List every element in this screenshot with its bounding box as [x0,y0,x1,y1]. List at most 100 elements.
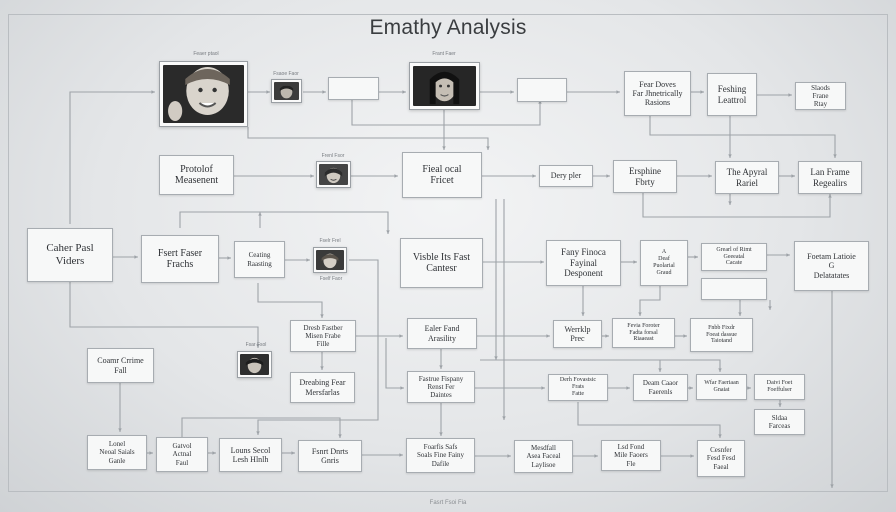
connector-line [649,116,836,158]
arrowhead [633,260,637,264]
arrowhead [830,484,834,488]
node-mesdfall: Mesdfall Asea Faceal Laylisoe [514,440,573,473]
arrowhead [683,334,687,338]
node-coamr-crrime: Coamr Crrime Fall [87,348,154,383]
photo-caption: Fsaoe Faor [273,71,299,77]
arrowhead [605,334,609,338]
arrowhead [718,434,722,438]
arrowhead [718,368,722,372]
connector-line [385,338,404,389]
arrowhead [689,386,693,390]
arrowhead [747,386,751,390]
arrowhead [708,174,712,178]
node-fastrue-fispany: Fastrue Fispany Renst Fer Daintes [407,371,475,403]
arrowhead [594,454,598,458]
arrowhead [439,365,443,369]
diagram-title: Emathy Analysis [369,16,527,39]
node-fsnrt-dnrts: Fsnrt Dnrts Gnris [298,440,362,472]
connector-line [642,193,831,218]
node-foetam: Foetam Latioie G Delatatates [794,241,869,291]
node-gatvol-actnal: Gatvol Actnal Faul [156,437,208,472]
arrowhead [791,174,795,178]
arrowhead [690,454,694,458]
arrowhead [606,174,610,178]
node-daivi-foet: Daivi Foet Foeffulser [754,374,805,400]
node-visble-its-fast: Visble Its Fast Cantesr [400,238,483,288]
node-fevia-foroter: Fevia Foroter Fadta forsal Riaaeast [612,318,675,348]
arrowhead [778,403,782,407]
arrowhead [540,260,544,264]
node-dresb-fastber: Dresb Fastber Misen Frabe Fille [290,320,356,352]
connector-line [179,211,389,234]
connector-line [577,402,721,438]
arrowhead [828,194,832,198]
arrowhead [694,255,698,259]
arrowhead [256,344,260,348]
arrowhead [486,146,490,150]
photo-caption: Fself Faor [319,276,343,282]
connector-line [247,127,489,150]
arrowhead [532,174,536,178]
connector-line [69,282,259,348]
arrowhead [626,386,630,390]
arrowhead [291,451,295,455]
node-grearl: Grearl of Rimt Geeeatal Cacate [701,243,767,271]
arrowhead [399,334,403,338]
connector-line [480,359,721,372]
arrowhead [502,416,506,420]
child-face-photo-large [159,61,248,127]
node-protolof-measenent: Protolof Measenent [159,155,234,195]
arrowhead [439,432,443,436]
node-deam-caaor: Deam Caaor Faerenls [633,374,688,401]
arrowhead [386,230,390,234]
node-gerty-fulss [517,78,567,102]
arrowhead [546,334,550,338]
arrowhead [310,174,314,178]
arrowhead [394,174,398,178]
arrowhead [510,90,514,94]
arrowhead [507,454,511,458]
node-lsd-fond: Lsd Fond Mile Faoers Fle [601,440,661,471]
arrowhead [266,90,270,94]
arrowhead [494,356,498,360]
arrowhead [541,386,545,390]
arrowhead [442,146,446,150]
connector-line [69,91,155,224]
arrowhead [833,154,837,158]
arrowhead [151,90,155,94]
photo-caption: Frant Faer [432,51,456,57]
photo-caption: Fsar Fsol [245,342,267,348]
arrowhead [134,255,138,259]
arrowhead [728,154,732,158]
diagram-board [8,14,888,492]
arrowhead [212,451,216,455]
arrowhead [658,368,662,372]
arrowhead [338,434,342,438]
arrowhead [227,256,231,260]
arrowhead [788,93,792,97]
node-apyral-rariel: The Apyral Rariel [715,161,779,194]
face-photo-medium [409,62,480,110]
node-fnbb-fixdr: Fnbb Fixdr Foeat dassue Taiotand [690,318,753,352]
connector-line [181,417,341,438]
arrowhead [256,431,260,435]
node-wfar-faeriaan: Wfar Faeriaan Gnaiat [696,374,747,400]
node-ealer-fand: Ealer Fand Arasility [407,318,477,349]
node-derh-fovastsic: Derh Fovastsic Frats Fatte [548,374,608,401]
node-gerady-cosnag [701,278,767,300]
node-fiead-gesc [328,77,379,100]
face-photo-small [313,247,347,273]
node-deaf-puolarial: A Deaf Puolarial Graud [640,240,688,286]
arrowhead [700,90,704,94]
photo-caption: Fselr Frel [319,238,341,244]
arrowhead [118,428,122,432]
node-fsert-faser: Fsert Faser Frachs [141,235,219,283]
node-caher-pasl-viders: Caher Pasl Viders [27,228,113,282]
arrowhead [581,312,585,316]
arrowhead [320,366,324,370]
node-louns-secol: Louns Secol Lesh Hlnlh [219,438,282,472]
node-lonel: Lonel Neoal Saials Ganle [87,435,147,470]
footer-caption: Fasrt Fsoi Fia [429,500,467,506]
arrowhead [400,386,404,390]
